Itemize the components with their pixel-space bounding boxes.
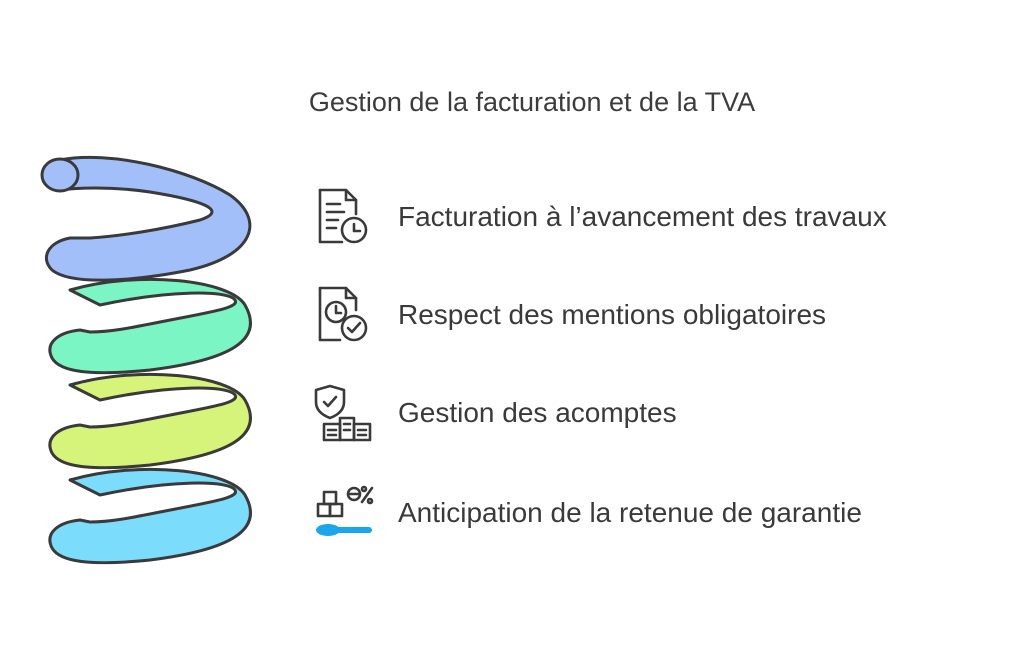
coil-segment-1: [45, 155, 252, 282]
list-item-facturation: Facturation à l’avancement des travaux: [310, 182, 887, 252]
boxes-percent-spoon-icon: [316, 485, 374, 536]
list-item-acomptes: Gestion des acomptes: [310, 378, 677, 448]
list-item-label: Respect des mentions obligatoires: [398, 299, 827, 330]
list-item-label: Gestion des acomptes: [398, 397, 677, 428]
list-item-retenue: Anticipation de la retenue de garantie: [310, 478, 862, 548]
coil-segment-2: [48, 277, 252, 375]
list-item-label: Anticipation de la retenue de garantie: [398, 497, 862, 528]
coil-end-cap: [40, 157, 80, 193]
list-item-mentions: Respect des mentions obligatoires: [310, 280, 826, 350]
coil-segment-4: [48, 467, 252, 565]
document-clock-check-icon: [318, 286, 368, 342]
spring-coil-graphic: [40, 155, 252, 565]
page-title: Gestion de la facturation et de la TVA: [308, 87, 756, 117]
invoice-clock-icon: [318, 188, 368, 244]
shield-check-buildings-icon: [314, 384, 372, 442]
coil-segment-3: [48, 372, 252, 470]
list-item-label: Facturation à l’avancement des travaux: [398, 201, 887, 232]
